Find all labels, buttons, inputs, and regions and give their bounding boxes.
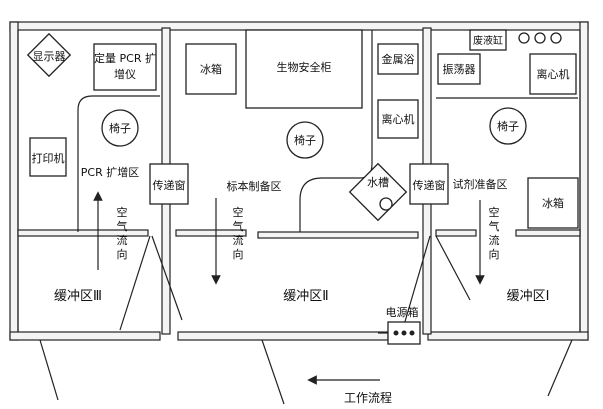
svg-text:椅子: 椅子	[497, 119, 519, 133]
svg-text:向: 向	[117, 247, 128, 261]
svg-text:传递窗: 传递窗	[413, 178, 446, 192]
printer: 打印机	[29, 137, 67, 177]
svg-text:气: 气	[117, 219, 128, 233]
svg-text:生物安全柜: 生物安全柜	[277, 60, 332, 74]
buffer-zone-1-label: 缓冲区Ⅰ	[507, 289, 550, 304]
svg-text:振荡器: 振荡器	[443, 62, 476, 76]
waste-tank: 废液缸	[469, 29, 562, 51]
workflow-arrow: 工作流程	[307, 375, 392, 405]
svg-text:冰箱: 冰箱	[542, 196, 564, 210]
centrifuge-2: 离心机	[377, 99, 419, 139]
svg-text:气: 气	[489, 219, 500, 233]
outer-walls	[9, 21, 589, 341]
doors	[39, 235, 573, 405]
monitor: 显示器	[26, 32, 72, 78]
pcr-partition	[77, 95, 160, 232]
buffer-zone-2-label: 缓冲区Ⅱ	[283, 289, 328, 304]
svg-text:金属浴: 金属浴	[382, 52, 415, 66]
svg-text:离心机: 离心机	[382, 112, 415, 126]
airflow-standard-prep: 空 气 流 向	[211, 198, 244, 285]
svg-text:空: 空	[489, 205, 500, 219]
svg-text:向: 向	[489, 247, 500, 261]
svg-text:打印机: 打印机	[32, 151, 65, 165]
metal-bath: 金属浴	[377, 43, 419, 75]
pcr-zone-label: PCR 扩增区	[81, 165, 139, 179]
sink: 水槽	[348, 162, 408, 222]
chair-reagent-prep: 椅子	[489, 107, 527, 145]
svg-text:空: 空	[117, 205, 128, 219]
svg-text:空: 空	[233, 205, 244, 219]
svg-text:流: 流	[233, 233, 244, 247]
fridge-1: 冰箱	[527, 177, 579, 229]
shaker: 振荡器	[437, 53, 481, 85]
power-box: 电源箱	[378, 305, 421, 345]
svg-text:电源箱: 电源箱	[386, 305, 419, 319]
svg-text:离心机: 离心机	[537, 67, 570, 81]
chair-pcr: 椅子	[101, 109, 139, 147]
pass-window-1: 传递窗	[149, 163, 189, 205]
buffer-zone-3-label: 缓冲区Ⅲ	[54, 289, 102, 304]
airflow-reagent-prep: 空 气 流 向	[475, 200, 500, 285]
svg-text:椅子: 椅子	[294, 133, 316, 147]
chair-standard-prep: 椅子	[286, 121, 324, 159]
qpcr-instrument: 定量 PCR 扩 增仪	[93, 43, 157, 91]
svg-text:定量 PCR 扩: 定量 PCR 扩	[94, 51, 156, 65]
svg-text:水槽: 水槽	[367, 176, 389, 189]
svg-text:椅子: 椅子	[109, 121, 131, 135]
centrifuge-1: 离心机	[529, 53, 577, 95]
svg-text:传递窗: 传递窗	[153, 178, 186, 192]
svg-text:冰箱: 冰箱	[200, 62, 222, 76]
pass-window-2: 传递窗	[409, 163, 449, 205]
svg-text:流: 流	[489, 233, 500, 247]
svg-text:向: 向	[233, 247, 244, 261]
standard-prep-zone-label: 标本制备区	[227, 179, 282, 193]
airflow-pcr: 空 气 流 向	[93, 191, 128, 270]
svg-text:气: 气	[233, 219, 244, 233]
bio-safety-cabinet: 生物安全柜	[245, 29, 363, 109]
svg-text:废液缸: 废液缸	[473, 34, 503, 47]
svg-text:工作流程: 工作流程	[344, 390, 392, 405]
svg-text:流: 流	[117, 233, 128, 247]
fridge-2: 冰箱	[185, 43, 237, 95]
svg-text:增仪: 增仪	[114, 67, 136, 81]
reagent-prep-zone-label: 试剂准备区	[453, 177, 508, 191]
svg-text:显示器: 显示器	[33, 50, 66, 63]
